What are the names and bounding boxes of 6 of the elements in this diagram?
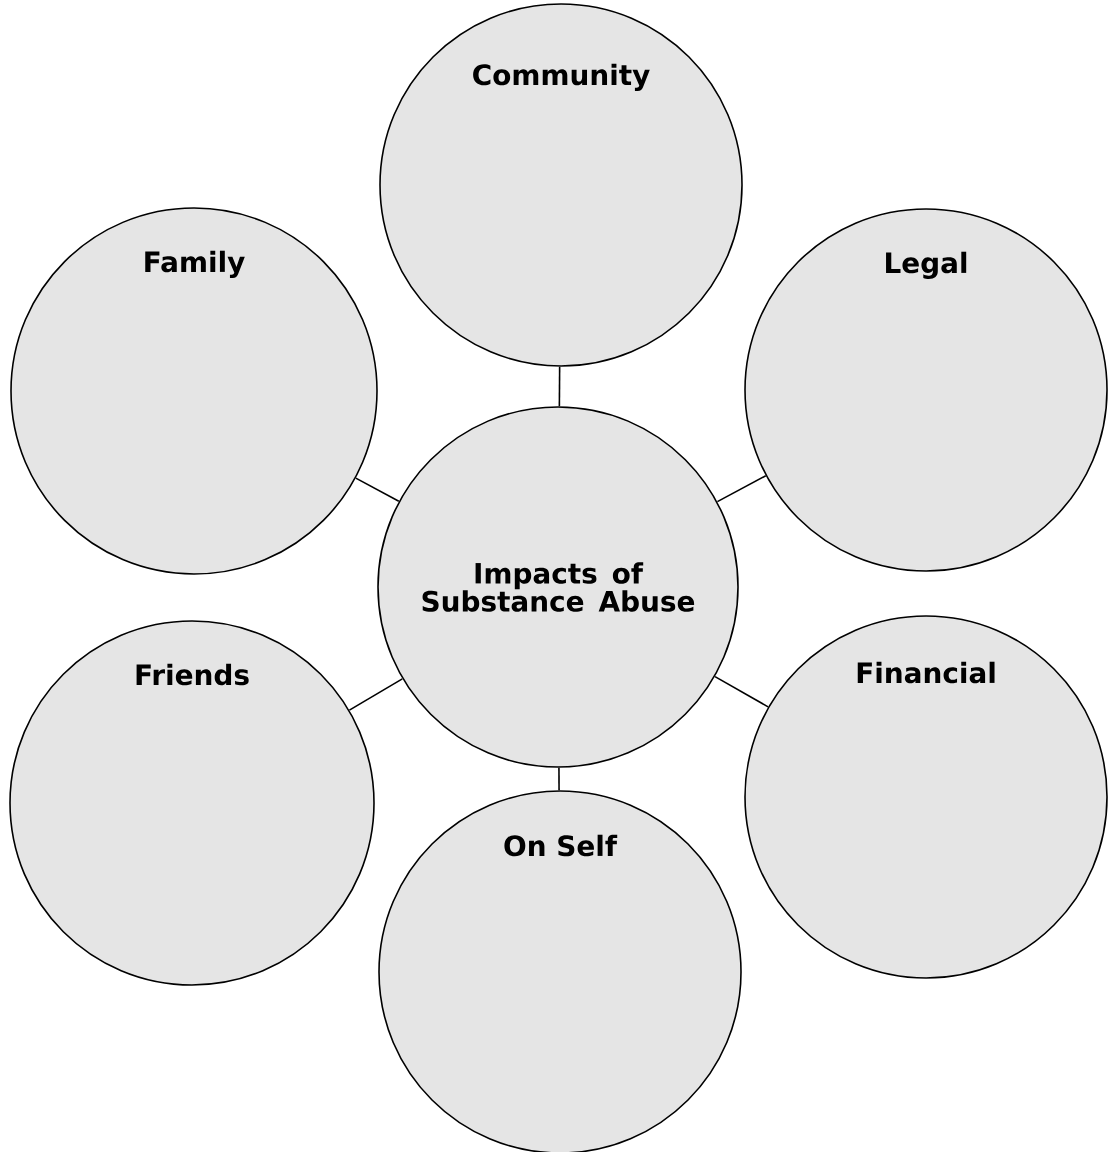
connector-line	[558, 767, 560, 791]
connector-line	[355, 477, 400, 503]
connector-line	[716, 475, 767, 503]
connector-line	[558, 365, 561, 407]
connector-line	[714, 675, 769, 708]
connector-line	[348, 678, 404, 711]
